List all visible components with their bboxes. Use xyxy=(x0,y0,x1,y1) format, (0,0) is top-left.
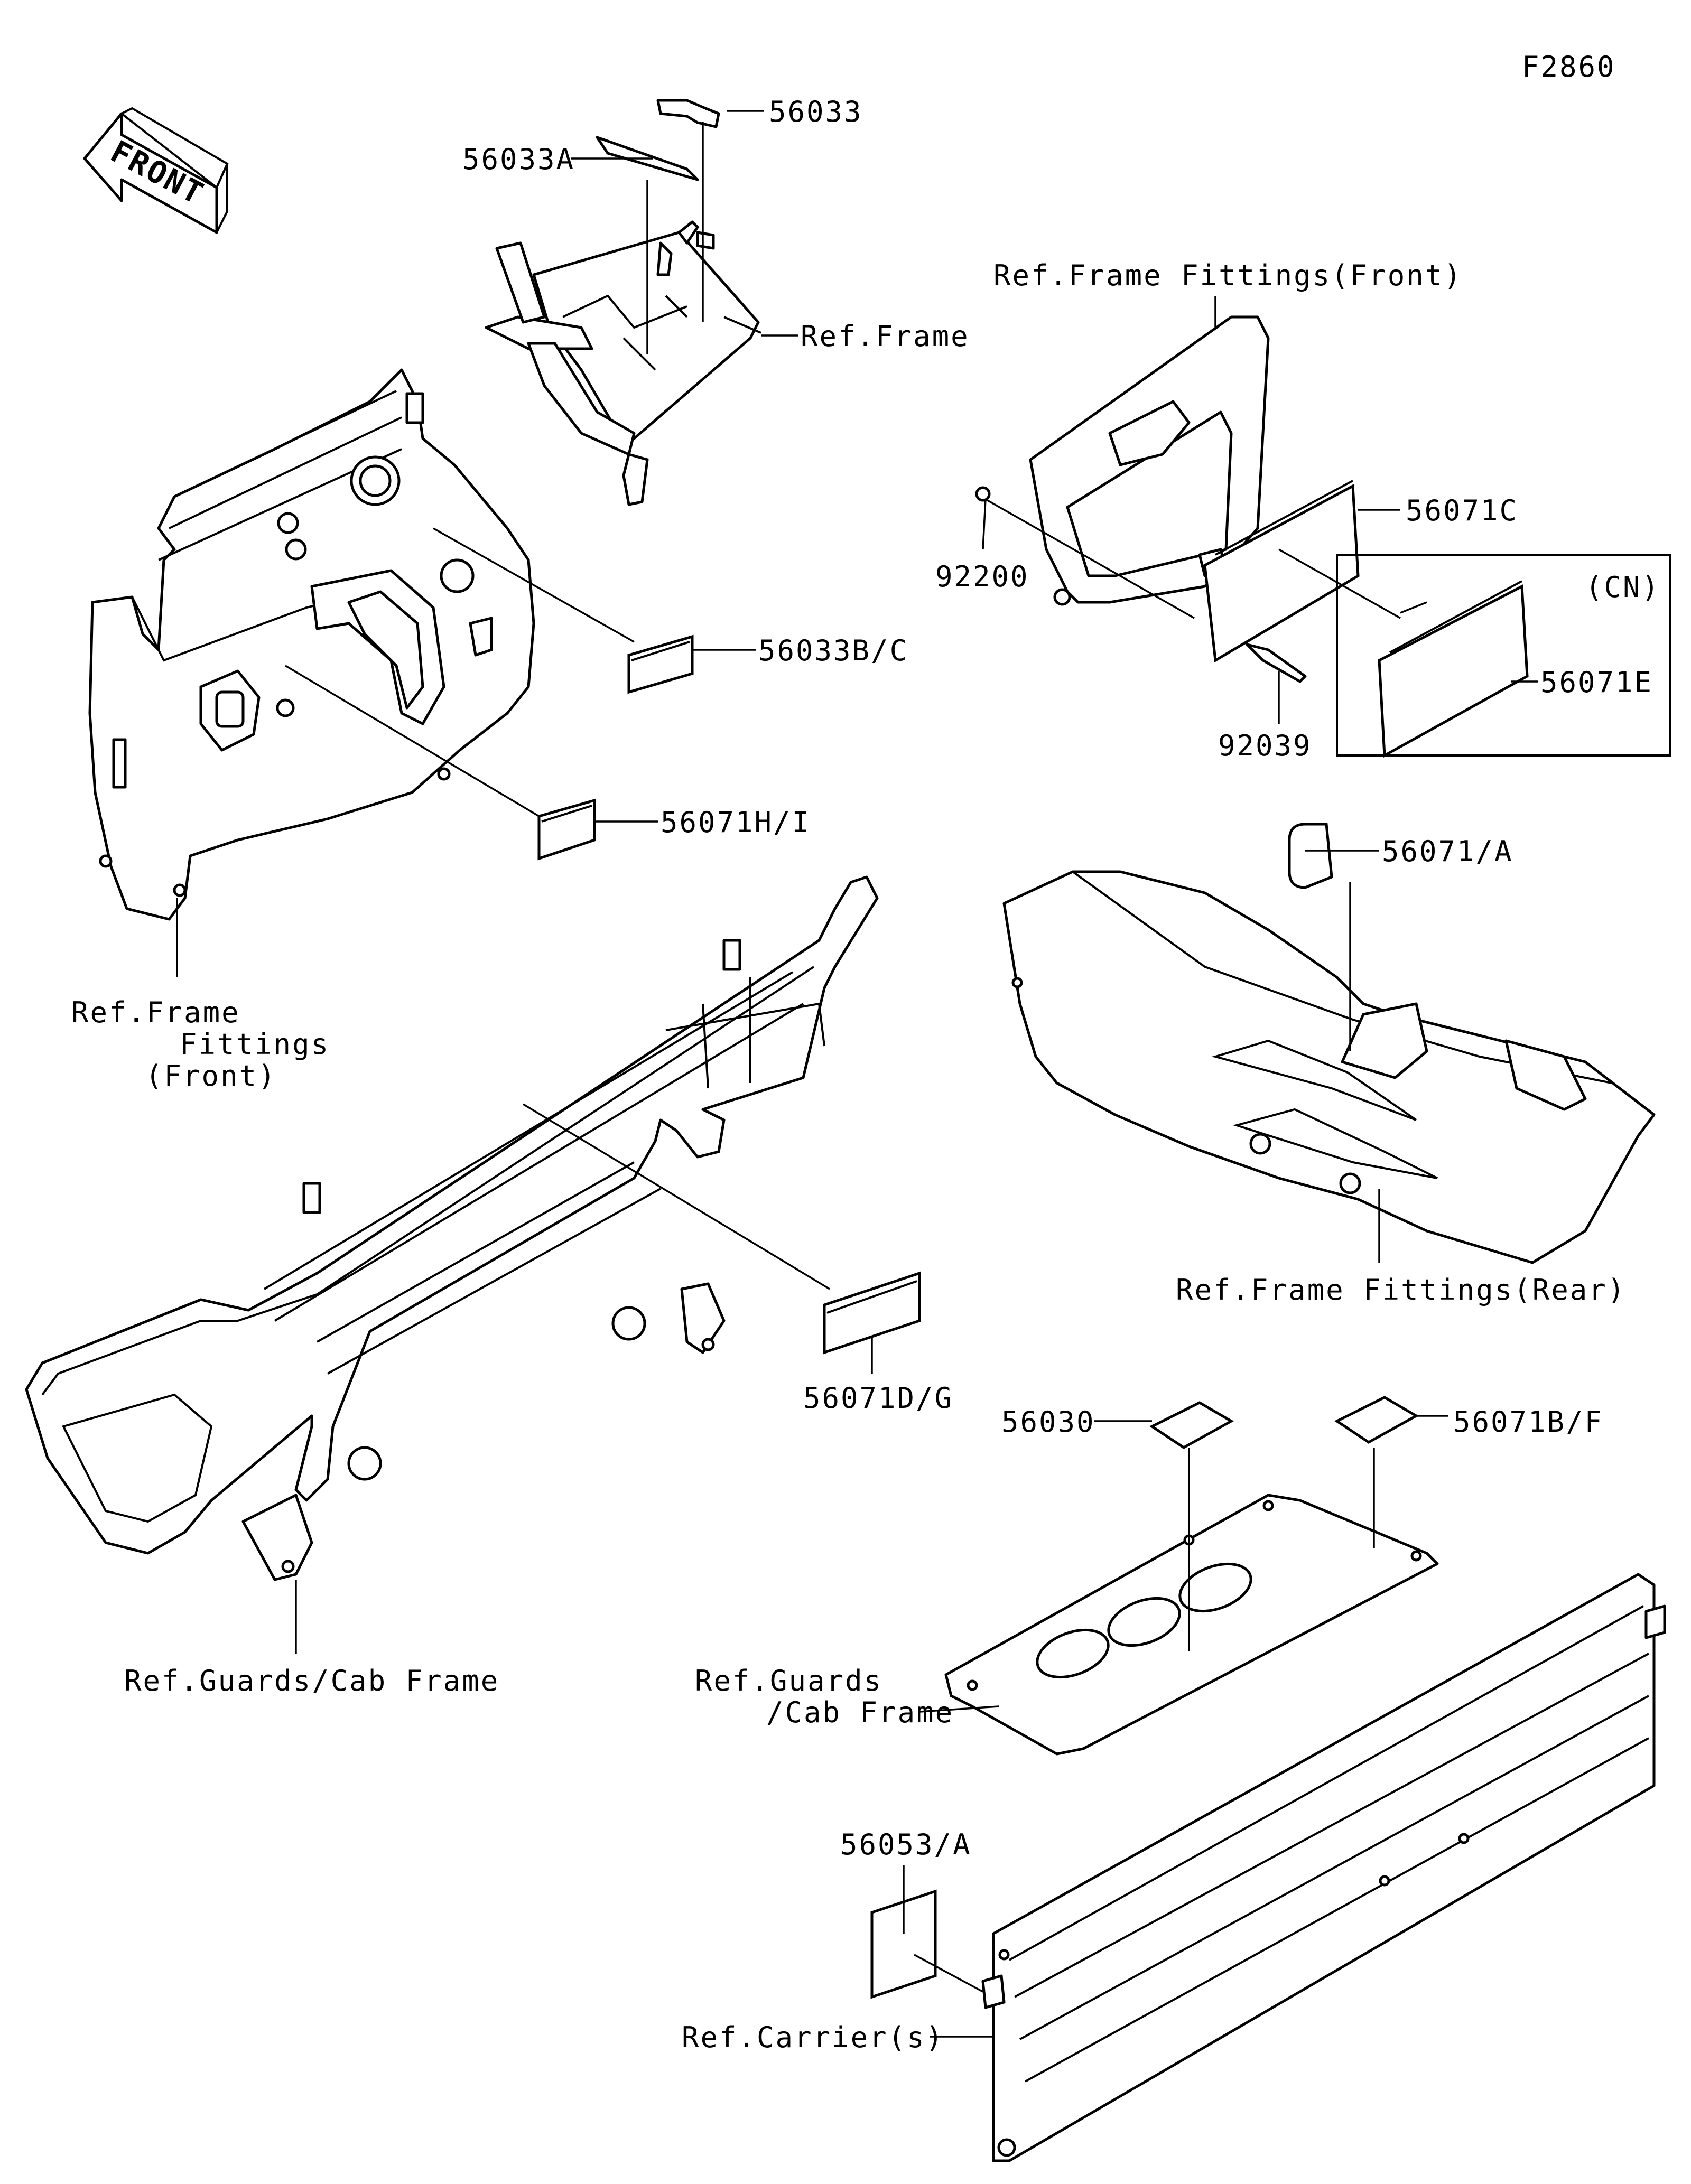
callout-56033bc: 56033B/C xyxy=(758,634,908,667)
callout-ref-frame: Ref.Frame xyxy=(801,320,970,353)
label-56033bc-shape xyxy=(627,634,694,694)
screw-92039-shape xyxy=(1246,643,1307,683)
callout-ref-carriers: Ref.Carrier(s) xyxy=(682,2021,944,2054)
cn-variant-box xyxy=(1336,554,1671,757)
label-56033-shape xyxy=(656,99,720,128)
callout-ref-guards-cab-frame-right-1: Ref.Guards xyxy=(695,1664,882,1697)
callout-92200: 92200 xyxy=(935,560,1029,593)
dashboard-panel xyxy=(88,368,535,921)
callout-56071c: 56071C xyxy=(1406,494,1518,527)
label-56071hi-shape xyxy=(537,798,596,861)
label-56030-shape xyxy=(1149,1401,1234,1449)
rear-carrier xyxy=(870,1573,1666,2162)
callout-ref-frame-fittings-front-left-2: Fittings xyxy=(180,1028,330,1061)
label-56071e-shape xyxy=(1378,584,1529,758)
callout-ref-guards-cab-frame-right-2: /Cab Frame xyxy=(766,1696,954,1729)
label-56071c-shape xyxy=(1203,483,1360,663)
label-56071bf-shape xyxy=(1334,1396,1419,1444)
frame-fittings-front-panel xyxy=(975,315,1671,758)
callout-92039: 92039 xyxy=(1218,729,1312,762)
label-56071a-shape xyxy=(1288,823,1333,889)
label-56071dg-shape xyxy=(823,1271,921,1355)
callout-56033: 56033 xyxy=(769,95,863,128)
callout-56030: 56030 xyxy=(1001,1405,1095,1439)
callout-56033a: 56033A xyxy=(462,143,575,176)
guard-cab-frame xyxy=(25,875,879,1581)
callout-56071a: 56071/A xyxy=(1382,835,1513,868)
callout-ref-frame-fittings-rear: Ref.Frame Fittings(Rear) xyxy=(1176,1273,1626,1306)
figure-code: F2860 xyxy=(1522,50,1616,83)
callout-ref-frame-fittings-front-left-1: Ref.Frame xyxy=(71,996,240,1029)
callout-ref-frame-fittings-front-left-3: (Front) xyxy=(145,1059,277,1093)
callout-cn: (CN) xyxy=(1585,571,1660,604)
guard-plate xyxy=(944,1396,1439,1756)
callout-ref-frame-fittings-front-top: Ref.Frame Fittings(Front) xyxy=(993,259,1463,292)
leader-lines xyxy=(176,110,1538,2038)
callout-56071hi: 56071H/I xyxy=(661,806,811,839)
label-56053a-shape xyxy=(870,1889,937,1999)
dashboard-labels xyxy=(537,634,921,1355)
front-arrow-icon: FRONT xyxy=(83,107,229,234)
callout-56071bf: 56071B/F xyxy=(1453,1405,1603,1439)
frame-fittings-rear-panel xyxy=(1002,823,1656,1264)
callout-56053a: 56053/A xyxy=(840,1828,972,1861)
callout-56071e: 56071E xyxy=(1540,666,1653,699)
callout-56071dg: 56071D/G xyxy=(803,1382,953,1415)
callout-ref-guards-cab-frame-left: Ref.Guards/Cab Frame xyxy=(124,1664,499,1697)
